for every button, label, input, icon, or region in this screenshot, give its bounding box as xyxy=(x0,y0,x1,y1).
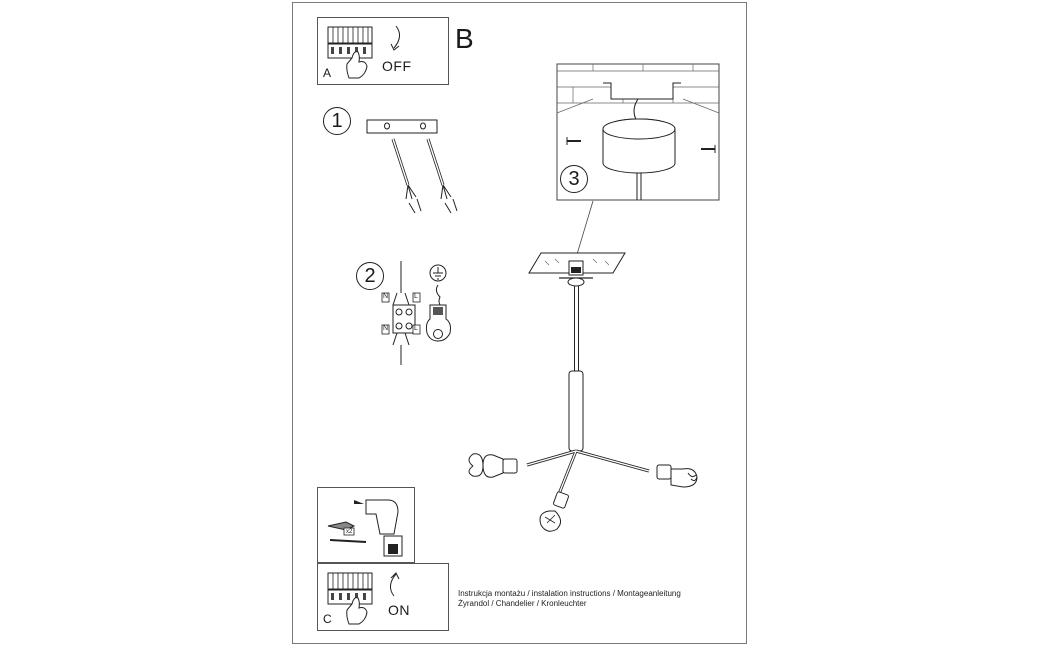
neutral-label-top: N xyxy=(383,293,389,300)
breaker-switch-off-icon xyxy=(327,25,400,79)
live-label-bottom: L xyxy=(414,325,418,332)
breaker-switch-on-icon xyxy=(327,572,400,625)
terminal-block-wiring-illustration xyxy=(381,261,451,365)
caption-line-1: Instrukcja montażu / instalation instruc… xyxy=(458,589,681,598)
step-1-marker: 1 xyxy=(323,107,351,135)
step-2-marker: 2 xyxy=(356,262,384,290)
step-c-letter: C xyxy=(323,612,332,626)
live-label-top: L xyxy=(414,293,418,300)
neutral-label-bottom: N xyxy=(383,325,389,332)
caption: Instrukcja montażu / instalation instruc… xyxy=(458,589,681,609)
step-b-letter: B xyxy=(455,23,474,54)
on-label: ON xyxy=(388,602,410,618)
tools-panel: x2 xyxy=(317,487,415,563)
step-3-marker: 3 xyxy=(560,165,588,193)
step-c-panel: C ON xyxy=(317,563,449,631)
off-label: OFF xyxy=(382,58,412,74)
step-a-letter: A xyxy=(323,66,332,80)
chandelier-illustration xyxy=(468,200,698,532)
quantity-label: x2 xyxy=(346,529,353,535)
step-a-panel: A OFF xyxy=(317,17,449,85)
ceiling-plate-wires-illustration xyxy=(366,119,458,214)
drill-and-anchors-icon xyxy=(327,499,403,557)
caption-line-2: Żyrandol / Chandelier / Kronleuchter xyxy=(458,599,587,608)
instruction-sheet: A OFF B 1 2 N L N L xyxy=(292,2,747,644)
